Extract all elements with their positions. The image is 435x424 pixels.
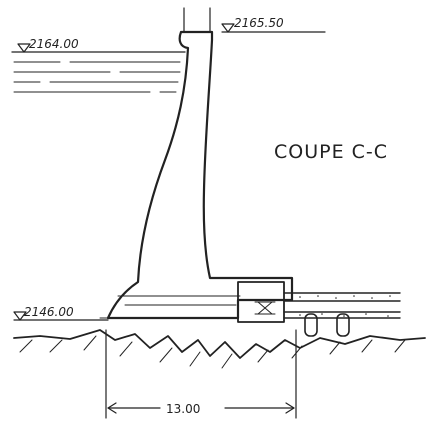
- base-width-label: 13.00: [166, 402, 200, 416]
- dam-wall-outline: [106, 30, 294, 320]
- elevation-mark-foundation: 2146.00: [13, 305, 109, 321]
- crest-elevation-label: 2165.50: [234, 16, 284, 30]
- elevation-mark-water: 2164.00: [17, 37, 79, 53]
- crest-posts: [183, 7, 211, 33]
- section-title: COUPE C-C: [274, 141, 388, 163]
- valve-chamber: [237, 281, 285, 323]
- water-elevation-label: 2164.00: [29, 37, 79, 51]
- reservoir-water: [11, 51, 186, 93]
- pipe-supports: [304, 313, 350, 337]
- base-width-dimension: 13.00: [105, 329, 297, 419]
- foundation-elevation-label: 2146.00: [24, 305, 74, 319]
- bedrock-profile: [13, 329, 426, 359]
- bedrock-hatching: [19, 335, 406, 369]
- outlet-conduit: [283, 292, 401, 319]
- foundation-slab: [99, 295, 241, 319]
- elevation-mark-crest: 2165.50: [221, 16, 326, 33]
- conduit-stipple: [299, 295, 391, 317]
